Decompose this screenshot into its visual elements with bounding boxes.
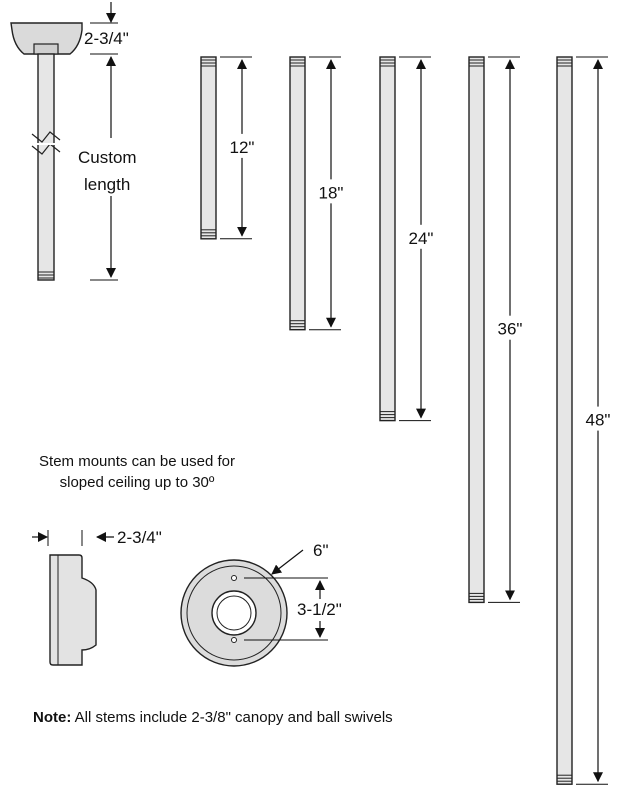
mounting-hole-top	[231, 575, 237, 581]
label-backing	[495, 315, 525, 340]
label-backing	[583, 406, 613, 431]
custom-length-label-line2: length	[84, 175, 130, 194]
stem-24: 24"	[379, 56, 436, 422]
diameter-label: 6"	[313, 541, 329, 560]
stem-rod	[468, 56, 485, 604]
label-backing	[406, 224, 436, 249]
note-text: Note: All stems include 2-3/8" canopy an…	[33, 709, 393, 726]
ceiling-canopy	[10, 22, 83, 55]
mounting-hole-bottom	[231, 637, 237, 643]
custom-length-label-line1: Custom	[78, 148, 137, 167]
stem-48: 48"	[556, 56, 613, 785]
stem-length-label: 12"	[230, 138, 255, 157]
label-backing	[227, 133, 257, 158]
caption-line1: Stem mounts can be used for	[39, 453, 235, 470]
canopy-side-view: 2-3/4"	[32, 528, 162, 666]
canopy-height-label: 2-3/4"	[84, 29, 129, 48]
stem-length-label: 36"	[498, 320, 523, 339]
standard-stems: 12" 18" 24" 36" 48"	[200, 56, 613, 785]
stem-rod	[556, 56, 573, 785]
canopy-front-view: 6" 3-1/2"	[180, 541, 342, 667]
stem-length-label: 18"	[319, 183, 344, 202]
stem-rod	[200, 56, 217, 240]
stem-rod	[289, 56, 306, 331]
stem-36: 36"	[468, 56, 525, 604]
note-body: All stems include 2-3/8" canopy and ball…	[71, 709, 392, 726]
stem-rod	[379, 56, 396, 422]
stem-length-label: 24"	[409, 229, 434, 248]
label-backing	[316, 179, 346, 204]
side-depth-label: 2-3/4"	[117, 528, 162, 547]
hole-spacing-label: 3-1/2"	[297, 600, 342, 619]
caption-line2: sloped ceiling up to 30º	[60, 474, 215, 491]
custom-stem-rod	[37, 53, 55, 281]
custom-stem-figure: 2-3/4" Custom length	[10, 2, 137, 281]
canopy-center-hole	[211, 590, 257, 636]
note-label: Note:	[33, 709, 71, 726]
stem-length-label: 48"	[586, 411, 611, 430]
stem-12: 12"	[200, 56, 257, 240]
stem-18: 18"	[289, 56, 346, 331]
